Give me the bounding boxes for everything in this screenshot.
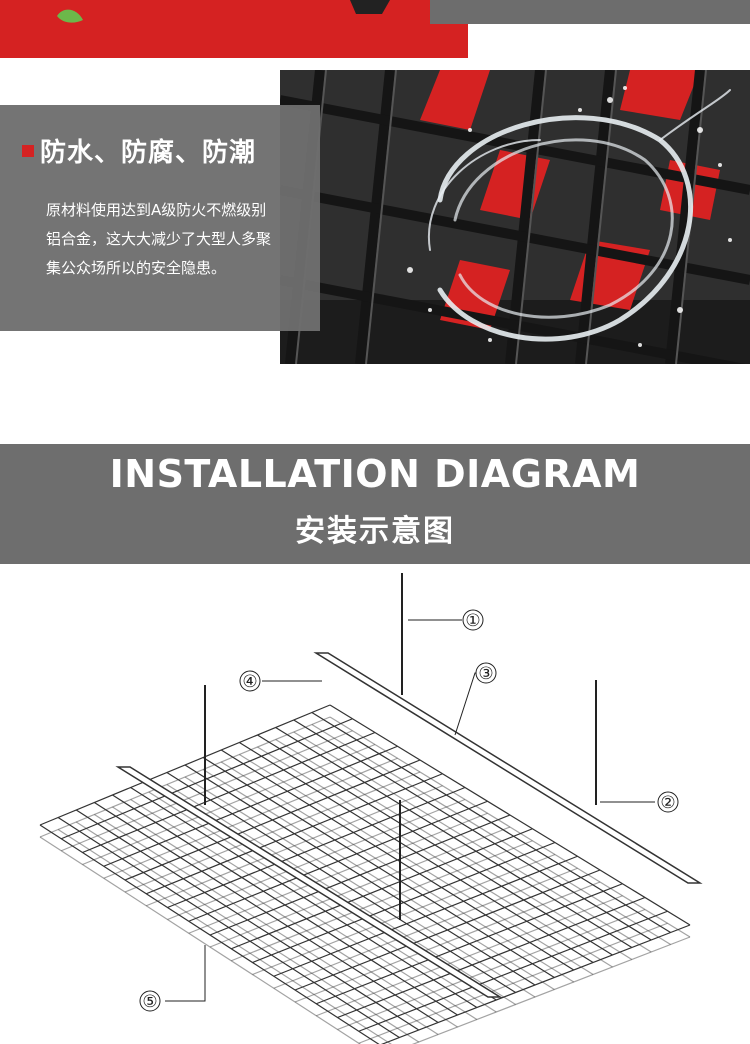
grid-line-depth — [273, 867, 578, 989]
grid-line-depth — [57, 828, 392, 1044]
grid-line — [329, 704, 691, 926]
installation-diagram: ① ③ ② ④ ⑤ — [39, 573, 703, 1044]
water-splash-photo — [280, 70, 750, 364]
grid-line — [337, 896, 646, 1019]
grid-line-depth — [184, 776, 536, 998]
grid-line-depth — [103, 757, 398, 879]
bullet-square-icon — [22, 144, 34, 157]
grid-line-depth — [82, 743, 376, 866]
grid-line — [209, 814, 511, 936]
grid-line-depth — [61, 730, 353, 852]
callout-5: ⑤ — [142, 992, 157, 1012]
grid-line-depth — [337, 908, 646, 1031]
grid-line — [275, 726, 633, 949]
grid-line-depth — [231, 840, 533, 962]
callout-3: ③ — [478, 664, 493, 684]
grid-line-depth — [293, 731, 652, 953]
feature-description: 原材料使用达到A级防火不燃级别铝合金，这大大减少了大型人多聚集公众场所以的安全隐… — [46, 201, 272, 277]
grid-line — [257, 734, 613, 956]
profile-bar-image — [350, 0, 390, 14]
grid-line-depth — [94, 813, 439, 1036]
grid-line-depth — [294, 881, 601, 1003]
grid-line-depth — [188, 812, 488, 934]
grid-line-depth — [39, 836, 362, 1044]
installation-banner: INSTALLATION DIAGRAM 安装示意图 — [0, 444, 750, 564]
grid-line — [202, 756, 555, 979]
feature-title: 防水、防腐、防潮 — [22, 132, 256, 169]
grid-line-depth — [130, 798, 478, 1021]
grid-line-depth — [39, 716, 331, 838]
grid-line-depth — [75, 821, 420, 1043]
grid-line — [316, 883, 623, 1005]
grid-line — [311, 711, 671, 934]
grid-line — [294, 869, 601, 991]
grid-line — [239, 741, 594, 964]
callout-labels: ① ③ ② ④ ⑤ — [139, 609, 679, 1012]
grid-line — [231, 828, 533, 950]
grid-line-depth — [220, 761, 575, 983]
grid-line-depth — [411, 936, 691, 1044]
ceiling-grid — [39, 704, 691, 1044]
leaf-icon — [57, 9, 83, 23]
callout-1: ① — [465, 611, 480, 631]
grid-line-depth — [257, 746, 613, 968]
feature-title-text: 防水、防腐、防潮 — [40, 138, 257, 168]
grid-line-depth — [148, 791, 497, 1013]
grid-line-depth — [329, 716, 691, 938]
grid-line — [273, 855, 578, 977]
grid-line-depth — [252, 853, 556, 976]
grid-line-depth — [316, 895, 623, 1017]
top-red-banner — [0, 0, 468, 58]
feature-info-panel — [0, 105, 320, 331]
banner-title-cn: 安装示意图 — [295, 514, 455, 549]
main-carriers — [115, 652, 703, 998]
grid-line-depth — [275, 738, 633, 961]
grid-line-depth — [209, 826, 511, 948]
grid-line — [252, 841, 556, 964]
grid-line-depth — [112, 806, 458, 1028]
top-gray-strip — [430, 0, 750, 24]
grid-line-depth — [311, 723, 671, 946]
grid-line-depth — [167, 798, 466, 921]
grid-line — [358, 910, 668, 1032]
callout-2: ② — [660, 793, 675, 813]
grid-line-depth — [202, 768, 555, 991]
grid-line-depth — [239, 753, 594, 976]
grid-line-depth — [358, 922, 668, 1044]
grid-line — [293, 719, 652, 941]
grid-line — [220, 749, 575, 971]
hanger-rods — [204, 573, 597, 920]
callout-4: ④ — [242, 672, 257, 692]
grid-line-depth — [124, 771, 421, 893]
grid-line — [380, 924, 691, 1044]
grid-line-depth — [166, 783, 516, 1006]
banner-title-en: INSTALLATION DIAGRAM — [109, 452, 641, 496]
grid-line-depth — [146, 785, 443, 907]
